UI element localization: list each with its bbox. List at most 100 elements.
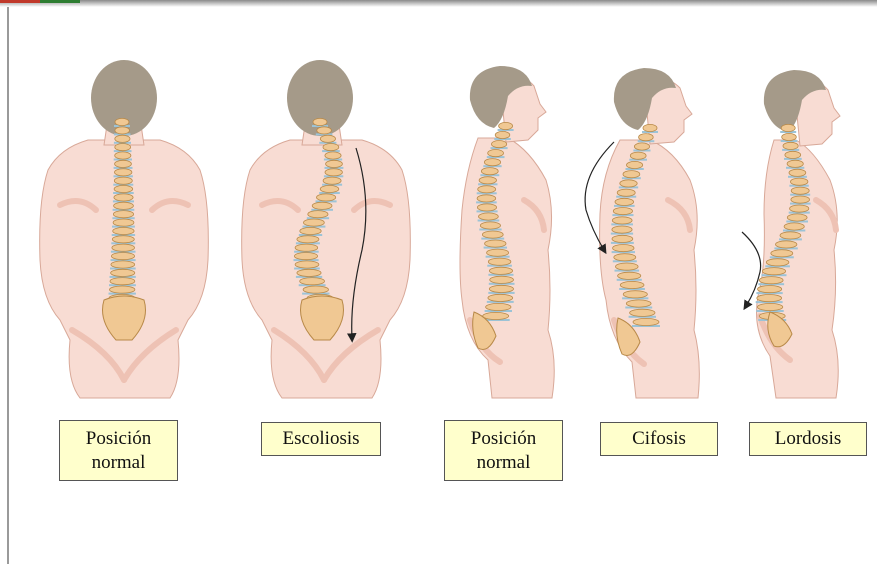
vertebra xyxy=(639,134,654,141)
vertebra xyxy=(110,278,135,285)
vertebra xyxy=(488,150,504,157)
vertebra xyxy=(495,131,510,138)
vertebra xyxy=(630,152,646,159)
vertebra xyxy=(325,169,342,176)
label-cifosis: Cifosis xyxy=(600,422,718,456)
vertebra xyxy=(620,180,637,187)
vertebra xyxy=(313,118,327,125)
vertebra xyxy=(308,211,328,218)
vertebra xyxy=(634,143,649,150)
vertebra xyxy=(612,217,632,224)
label-line-1: Lordosis xyxy=(775,427,842,451)
vertebra xyxy=(113,219,134,226)
vertebra xyxy=(791,196,810,203)
vertebra xyxy=(483,312,509,319)
vertebra xyxy=(630,309,655,316)
vertebra xyxy=(616,263,639,270)
vertebra xyxy=(115,135,130,142)
vertebra xyxy=(623,171,640,178)
label-line-2: normal xyxy=(471,451,536,475)
vertebra xyxy=(617,189,635,196)
vertebra xyxy=(113,211,133,218)
vertebra xyxy=(297,269,321,276)
vertebra xyxy=(325,152,341,159)
vertebra xyxy=(612,226,632,233)
vertebra xyxy=(488,294,513,301)
vertebra xyxy=(111,261,135,268)
vertebra xyxy=(789,169,806,176)
vertebra xyxy=(326,160,343,167)
vertebra xyxy=(790,205,809,212)
vertebra xyxy=(477,204,496,211)
vertebra xyxy=(115,144,131,151)
vertebra xyxy=(110,286,135,293)
label-line-2: normal xyxy=(86,451,151,475)
body-side xyxy=(600,140,700,398)
vertebra xyxy=(300,227,321,234)
vertebra xyxy=(492,141,507,148)
label-lateral-normal: Posición normal xyxy=(444,420,563,481)
label-line-1: Escoliosis xyxy=(282,427,359,451)
figure-side-normal xyxy=(460,66,554,398)
vertebra xyxy=(484,159,500,166)
vertebra xyxy=(782,133,797,140)
vertebra xyxy=(489,267,512,274)
vertebra xyxy=(300,278,325,285)
vertebra xyxy=(762,268,785,275)
vertebra xyxy=(312,202,332,209)
label-lordosis: Lordosis xyxy=(749,422,867,456)
vertebra xyxy=(485,240,506,247)
vertebra xyxy=(780,232,801,239)
vertebra xyxy=(758,286,782,293)
vertebra xyxy=(320,185,339,192)
vertebra xyxy=(489,285,513,292)
vertebra xyxy=(115,152,131,159)
vertebra xyxy=(479,213,499,220)
vertebra xyxy=(294,253,317,260)
vertebra xyxy=(477,195,496,202)
vertebra xyxy=(114,185,133,192)
vertebra xyxy=(480,222,500,229)
figure-side-kyphosis xyxy=(585,68,699,398)
vertebra xyxy=(633,318,659,325)
vertebra xyxy=(776,241,797,248)
vertebra xyxy=(781,124,795,131)
vertebra xyxy=(111,269,135,276)
vertebra xyxy=(323,177,341,184)
vertebra xyxy=(113,227,134,234)
vertebra xyxy=(766,259,789,266)
vertebra xyxy=(784,223,804,230)
vertebra xyxy=(114,202,134,209)
vertebra xyxy=(304,219,325,226)
vertebra xyxy=(613,208,632,215)
vertebra xyxy=(757,295,782,302)
vertebra xyxy=(112,244,135,251)
vertebra xyxy=(295,244,318,251)
vertebra xyxy=(643,124,657,131)
figure-side-lordosis xyxy=(742,70,840,398)
figure-back-normal xyxy=(40,60,209,398)
vertebra xyxy=(303,286,328,293)
vertebra xyxy=(479,177,496,184)
vertebra xyxy=(787,214,807,221)
label-line-1: Posición xyxy=(471,427,536,451)
vertebra xyxy=(614,254,636,261)
vertebra xyxy=(481,168,498,175)
vertebra xyxy=(317,127,332,134)
vertebra xyxy=(785,151,801,158)
label-line-1: Cifosis xyxy=(632,427,686,451)
vertebra xyxy=(323,144,339,151)
vertebra xyxy=(487,249,509,256)
vertebra xyxy=(114,194,133,201)
vertebra xyxy=(115,118,129,125)
vertebra xyxy=(111,253,134,260)
vertebra xyxy=(627,161,643,168)
label-posterior-normal: Posición normal xyxy=(59,420,178,481)
vertebra xyxy=(613,245,634,252)
vertebra xyxy=(112,236,134,243)
vertebra xyxy=(115,169,132,176)
vertebra xyxy=(626,300,651,307)
vertebra xyxy=(618,272,641,279)
vertebra xyxy=(320,135,335,142)
